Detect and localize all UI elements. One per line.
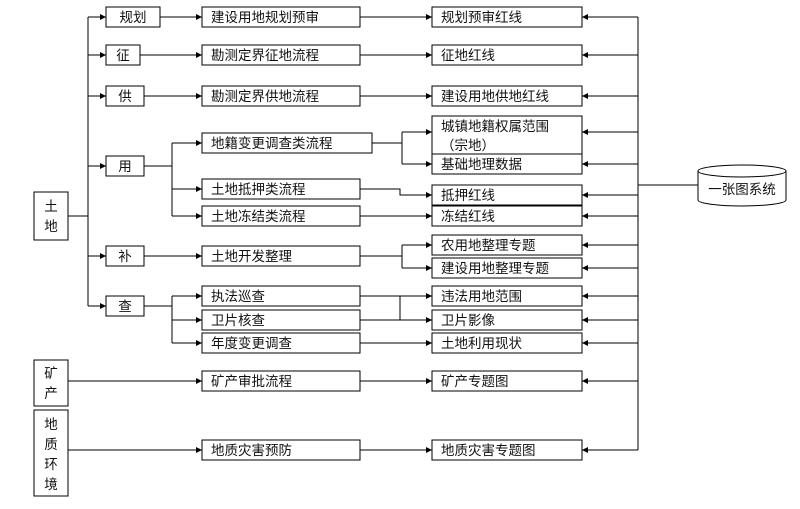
branch-supply-box: 供 [105, 85, 145, 107]
layer-plan-red-line-label: 规划预审红线 [441, 10, 522, 26]
layer-mineral-thematic-map-box: 矿产专题图 [431, 370, 583, 392]
layer-ownership-range-box: 城镇地籍权属范围 （宗地） [431, 115, 583, 155]
process-satellite-label: 卫片核查 [211, 313, 265, 329]
branch-supplement-box: 补 [105, 245, 145, 267]
process-satellite-box: 卫片核查 [201, 309, 361, 331]
process-mortgage-box: 土地抵押类流程 [201, 178, 361, 200]
process-mortgage-label: 土地抵押类流程 [211, 182, 306, 198]
category-land-char-2: 地 [44, 219, 58, 235]
process-supply-survey-label: 勘测定界供地流程 [211, 89, 319, 105]
layer-disaster-thematic-map-label: 地质灾害专题图 [441, 442, 536, 459]
connector-lines [68, 14, 698, 453]
process-mineral-approval-label: 矿产审批流程 [211, 374, 292, 390]
layer-levy-red-line-box: 征地红线 [431, 44, 583, 66]
category-geology-box: 地 质 环 境 [33, 409, 69, 497]
category-land-box: 土 地 [33, 191, 69, 241]
system-database-label: 一张图系统 [708, 182, 776, 198]
process-plan-review-label: 建设用地规划预审 [211, 10, 319, 26]
branch-inspect-box: 查 [105, 295, 145, 317]
layer-supply-red-line-box: 建设用地供地红线 [431, 85, 583, 107]
layer-construction-consolidation-label: 建设用地整理专题 [441, 261, 549, 277]
layer-plan-red-line-box: 规划预审红线 [431, 6, 583, 28]
layer-ownership-range-label-line-2: （宗地） [441, 138, 495, 154]
category-mineral-box: 矿 产 [33, 359, 69, 407]
layer-mineral-thematic-map-label: 矿产专题图 [441, 374, 509, 390]
process-disaster-prevention-label: 地质灾害预防 [211, 442, 292, 459]
layer-illegal-land-range-label: 违法用地范围 [441, 289, 522, 305]
layer-farmland-consolidation-label: 农用地整理专题 [441, 238, 536, 254]
layer-freeze-red-line-box: 冻结红线 [431, 205, 583, 227]
process-freeze-label: 土地冻结类流程 [211, 209, 306, 225]
branch-use-label: 用 [118, 159, 132, 175]
process-supply-survey-box: 勘测定界供地流程 [201, 85, 361, 107]
category-mineral-char-1: 矿 [44, 366, 58, 382]
layer-farmland-consolidation-box: 农用地整理专题 [431, 234, 583, 256]
branch-levy-label: 征 [116, 48, 130, 64]
layer-freeze-red-line-label: 冻结红线 [441, 209, 495, 225]
layer-levy-red-line-label: 征地红线 [441, 48, 495, 64]
process-development-box: 土地开发整理 [201, 245, 361, 267]
process-disaster-prevention-box: 地质灾害预防 [201, 439, 361, 461]
process-levy-survey-box: 勘测定界征地流程 [201, 44, 361, 66]
category-geology-char-1: 地 [44, 417, 58, 433]
process-annual-change-label: 年度变更调查 [211, 336, 292, 352]
branch-supplement-label: 补 [118, 249, 132, 265]
category-geology-char-3: 环 [44, 457, 58, 473]
branch-supply-label: 供 [118, 89, 132, 105]
category-geology-char-4: 境 [44, 477, 58, 493]
system-database-cylinder: 一张图系统 [697, 164, 787, 207]
layer-basic-geo-data-box: 基础地理数据 [431, 153, 583, 175]
branch-plan-box: 规划 [105, 6, 161, 28]
layer-satellite-image-box: 卫片影像 [431, 309, 583, 331]
layer-mortgage-red-line-label: 抵押红线 [441, 188, 495, 204]
process-freeze-box: 土地冻结类流程 [201, 205, 361, 227]
layer-mortgage-red-line-box: 抵押红线 [431, 184, 583, 206]
process-enforcement-label: 执法巡查 [211, 289, 265, 305]
category-land-char-1: 土 [44, 199, 58, 215]
layer-satellite-image-label: 卫片影像 [441, 313, 495, 329]
layer-disaster-thematic-map-box: 地质灾害专题图 [431, 439, 583, 461]
layer-illegal-land-range-box: 违法用地范围 [431, 285, 583, 307]
layer-ownership-range-label-line-1: 城镇地籍权属范围 [441, 118, 549, 135]
process-plan-review-box: 建设用地规划预审 [201, 6, 361, 28]
layer-basic-geo-data-label: 基础地理数据 [441, 156, 522, 173]
process-cadastre-change-box: 地籍变更调查类流程 [201, 132, 373, 154]
layer-supply-red-line-label: 建设用地供地红线 [441, 89, 549, 105]
layer-land-use-status-box: 土地利用现状 [431, 332, 583, 354]
process-annual-change-box: 年度变更调查 [201, 332, 361, 354]
process-enforcement-box: 执法巡查 [201, 285, 361, 307]
branch-use-box: 用 [105, 155, 145, 177]
process-development-label: 土地开发整理 [211, 249, 292, 265]
layer-construction-consolidation-box: 建设用地整理专题 [431, 257, 583, 279]
branch-levy-box: 征 [105, 44, 141, 66]
layer-land-use-status-label: 土地利用现状 [441, 336, 522, 352]
branch-plan-label: 规划 [120, 10, 147, 26]
process-mineral-approval-box: 矿产审批流程 [201, 370, 361, 392]
process-cadastre-change-label: 地籍变更调查类流程 [211, 135, 333, 152]
process-levy-survey-label: 勘测定界征地流程 [211, 48, 319, 64]
category-geology-char-2: 质 [44, 437, 58, 453]
category-mineral-char-2: 产 [44, 386, 58, 402]
branch-inspect-label: 查 [118, 299, 132, 315]
